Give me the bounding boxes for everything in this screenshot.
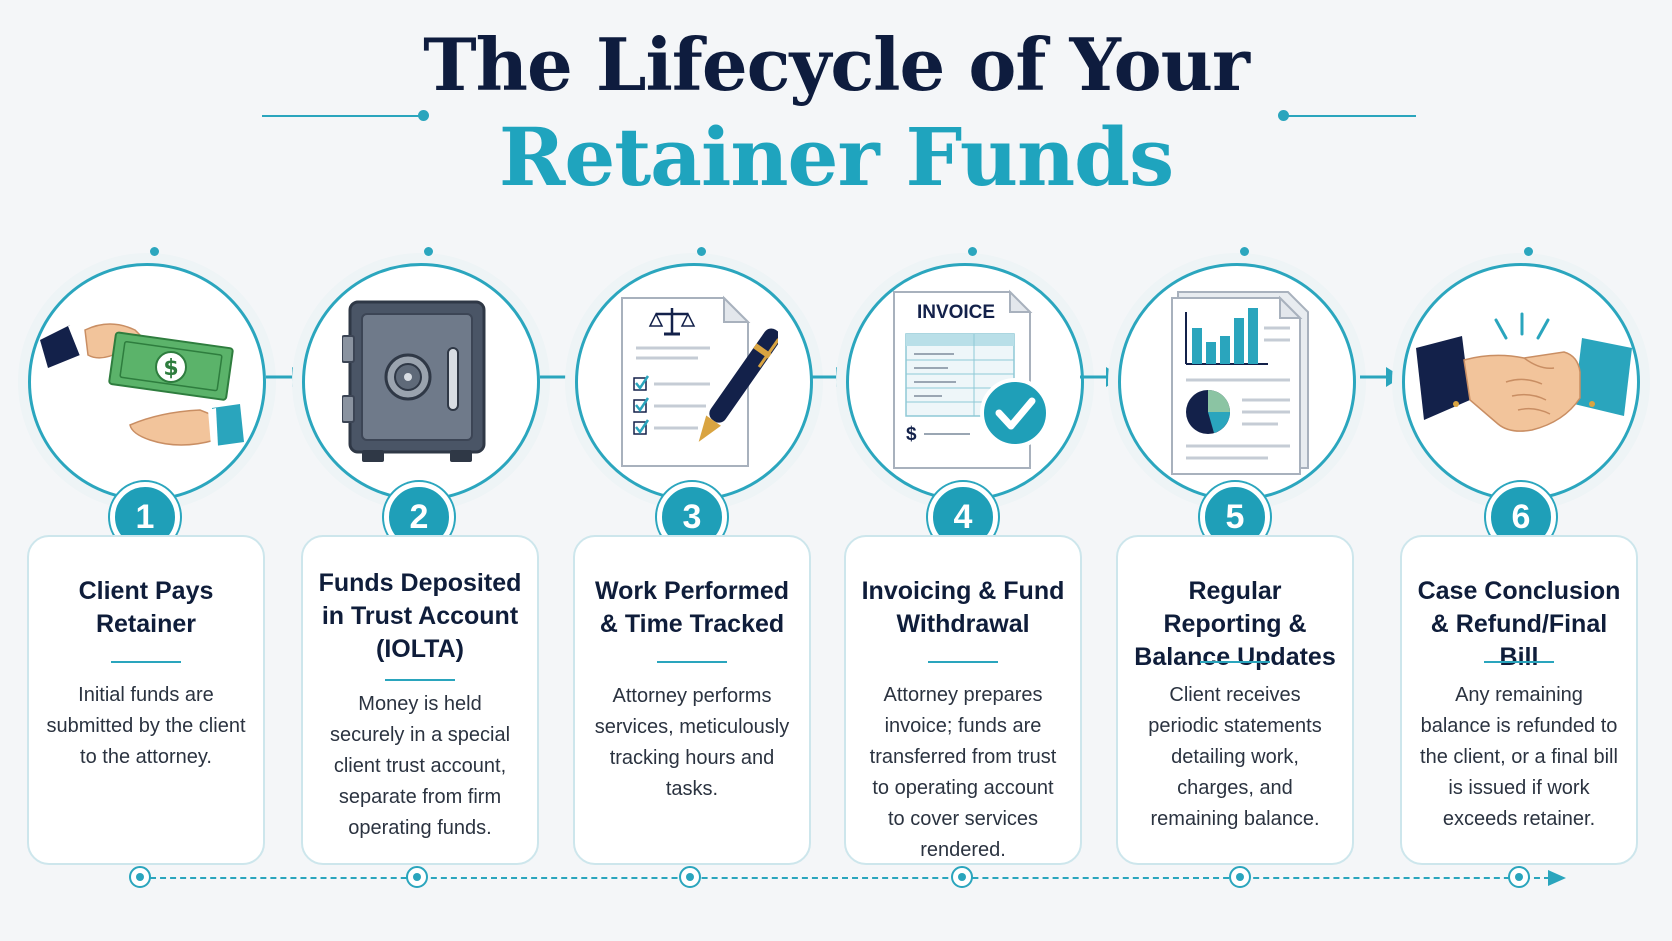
step-6-title: Case Conclusion & Refund/Final Bill [1417,577,1621,671]
timeline-node-3 [679,866,701,888]
step-5-title: Regular Reporting & Balance Updates [1134,577,1336,671]
timeline-node-1 [129,866,151,888]
step-2-arc-dot [424,247,433,256]
step-1-body: Initial funds are submitted by the clien… [46,684,246,768]
step-6-card: Case Conclusion & Refund/Final Bill Any … [1400,535,1638,865]
step-4-arc-dot [968,247,977,256]
step-1-card: Client Pays Retainer Initial funds are s… [27,535,265,865]
timeline-node-6 [1508,866,1530,888]
handshake-icon [1416,312,1632,432]
step-3-card: Work Performed & Time Tracked Attorney p… [573,535,811,865]
timeline-line [140,877,1550,879]
legal-document-pen-icon [621,295,778,467]
title-rule-right [1283,115,1416,117]
timeline-arrowhead-icon [1548,870,1566,886]
money-handoff-icon: $ [40,322,244,446]
flow-arrow-2-3 [540,367,582,387]
step-5-body: Client receives periodic statements deta… [1148,684,1322,830]
money-icon-symbol: $ [163,356,178,381]
title-rule-left-dot [418,110,429,121]
step-2-title-rule [385,679,455,681]
title-rule-right-dot [1278,110,1289,121]
report-chart-icon [1171,291,1309,475]
safe-icon [342,300,486,462]
flow-arrow-1-2 [266,367,308,387]
title-rule-left [262,115,422,117]
step-6-arc-dot [1524,247,1533,256]
step-2-body: Money is held securely in a special clie… [329,693,511,839]
step-1-title: Client Pays Retainer [78,577,214,638]
flow-arrow-4-5 [1080,367,1122,387]
step-1-arc-dot [150,247,159,256]
step-4-title-rule [928,661,998,663]
step-5-card: Regular Reporting & Balance Updates Clie… [1116,535,1354,865]
invoice-check-icon: INVOICE $ [893,289,1050,469]
step-2-title: Funds Deposited in Trust Account (IOLTA) [318,569,522,663]
step-4-title: Invoicing & Fund Withdrawal [861,577,1065,638]
flow-arrow-3-4 [810,367,852,387]
step-2-card: Funds Deposited in Trust Account (IOLTA)… [301,535,539,865]
step-3-arc-dot [697,247,706,256]
flow-arrow-5-6 [1360,367,1402,387]
step-1-title-rule [111,661,181,663]
step-5-arc-dot [1240,247,1249,256]
title-line-2: Retainer Funds [498,110,1174,204]
step-3-body: Attorney performs services, meticulously… [594,685,790,800]
step-5-title-rule [1200,661,1270,663]
step-3-title-rule [657,661,727,663]
timeline-node-2 [406,866,428,888]
step-3-title: Work Performed & Time Tracked [594,577,790,638]
title-line-1: The Lifecycle of Your [423,22,1250,107]
invoice-currency-symbol: $ [906,424,917,445]
step-4-body: Attorney prepares invoice; funds are tra… [869,684,1057,861]
timeline-node-4 [951,866,973,888]
timeline-node-5 [1229,866,1251,888]
invoice-label: INVOICE [917,302,995,323]
page-title: The Lifecycle of Your Retainer Funds [0,22,1672,204]
step-6-title-rule [1484,661,1554,663]
step-4-card: Invoicing & Fund Withdrawal Attorney pre… [844,535,1082,865]
step-6-body: Any remaining balance is refunded to the… [1420,684,1618,830]
